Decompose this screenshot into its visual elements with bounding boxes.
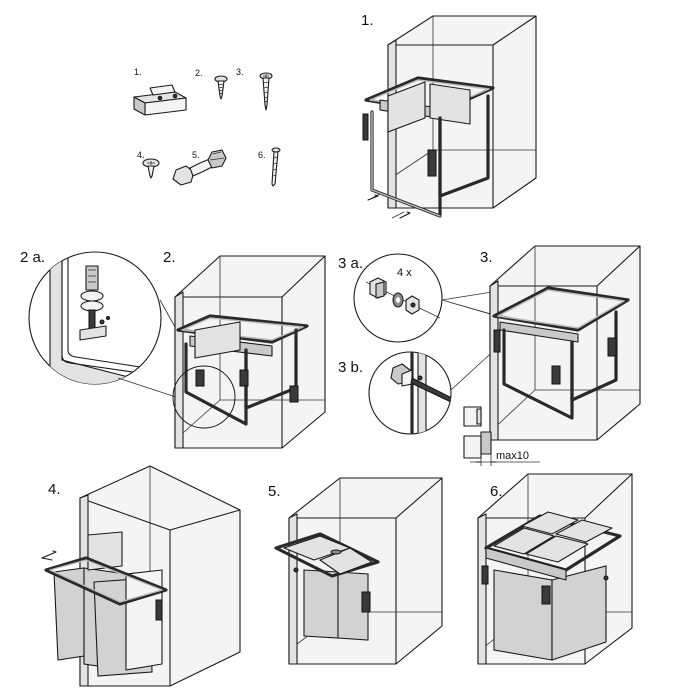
part-3-label: 3. bbox=[236, 67, 244, 77]
step-2a-detail bbox=[28, 251, 186, 401]
step-1-cabinet-with-frame bbox=[362, 15, 537, 219]
step-3b-detail bbox=[368, 344, 501, 435]
part-6-long-screw bbox=[271, 147, 281, 187]
step-3b-label: 3 b. bbox=[338, 359, 363, 376]
step-6-label: 6. bbox=[490, 483, 503, 500]
parts-list: 1. 2. 3. 4. 5. 6. bbox=[133, 67, 281, 187]
step-1-label: 1. bbox=[361, 12, 374, 29]
max-gap-label: max10 bbox=[496, 450, 529, 462]
step-3-label: 3. bbox=[480, 249, 493, 266]
part-5-label: 5. bbox=[192, 150, 200, 160]
step-6-finished-unit bbox=[477, 473, 633, 665]
part-2-label: 2. bbox=[195, 68, 203, 78]
quantity-label: 4 x bbox=[397, 267, 412, 279]
part-3-long-screw bbox=[259, 72, 273, 111]
part-2-short-screw bbox=[214, 75, 228, 100]
part-4-flat-head-screw bbox=[142, 158, 160, 179]
step-5-label: 5. bbox=[268, 483, 281, 500]
step-2-label: 2. bbox=[163, 249, 176, 266]
gap-tolerance-detail: max10 bbox=[463, 406, 540, 466]
step-4-cabinet-with-bins bbox=[41, 465, 241, 687]
part-5-height-adjuster bbox=[172, 149, 227, 186]
step-5-cabinet-with-lids bbox=[274, 477, 443, 665]
part-4-label: 4. bbox=[137, 150, 145, 160]
step-4-label: 4. bbox=[48, 481, 61, 498]
step-2-cabinet-with-frame bbox=[172, 255, 326, 449]
part-1-mounting-bracket bbox=[133, 84, 187, 116]
step-3-cabinet-with-frame bbox=[489, 245, 641, 441]
step-2a-label: 2 a. bbox=[20, 249, 45, 266]
part-1-label: 1. bbox=[134, 67, 142, 77]
step-3a-detail bbox=[353, 253, 506, 343]
part-6-label: 6. bbox=[258, 150, 266, 160]
step-3a-label: 3 a. bbox=[338, 255, 363, 272]
